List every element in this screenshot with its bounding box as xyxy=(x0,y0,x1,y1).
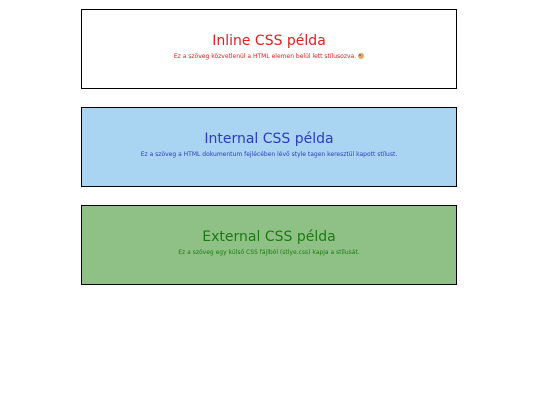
external-css-section: External CSS példa Ez a szöveg egy külső… xyxy=(81,205,457,285)
internal-css-text: Ez a szöveg a HTML dokumentum fejlécében… xyxy=(140,151,398,158)
inline-css-title: Inline CSS példa xyxy=(212,33,326,49)
inline-css-text-line: Ez a szöveg közvetlenül a HTML elemen be… xyxy=(82,53,456,61)
inline-css-text: Ez a szöveg közvetlenül a HTML elemen be… xyxy=(173,53,357,60)
internal-css-title: Internal CSS példa xyxy=(204,131,334,147)
inline-css-section: Inline CSS példa Ez a szöveg közvetlenül… xyxy=(81,9,457,89)
external-css-text: Ez a szöveg egy külső CSS fájlból (stlye… xyxy=(178,249,360,256)
artist-palette-icon xyxy=(358,53,365,59)
internal-css-section: Internal CSS példa Ez a szöveg a HTML do… xyxy=(81,107,457,187)
external-css-title: External CSS példa xyxy=(202,229,336,245)
